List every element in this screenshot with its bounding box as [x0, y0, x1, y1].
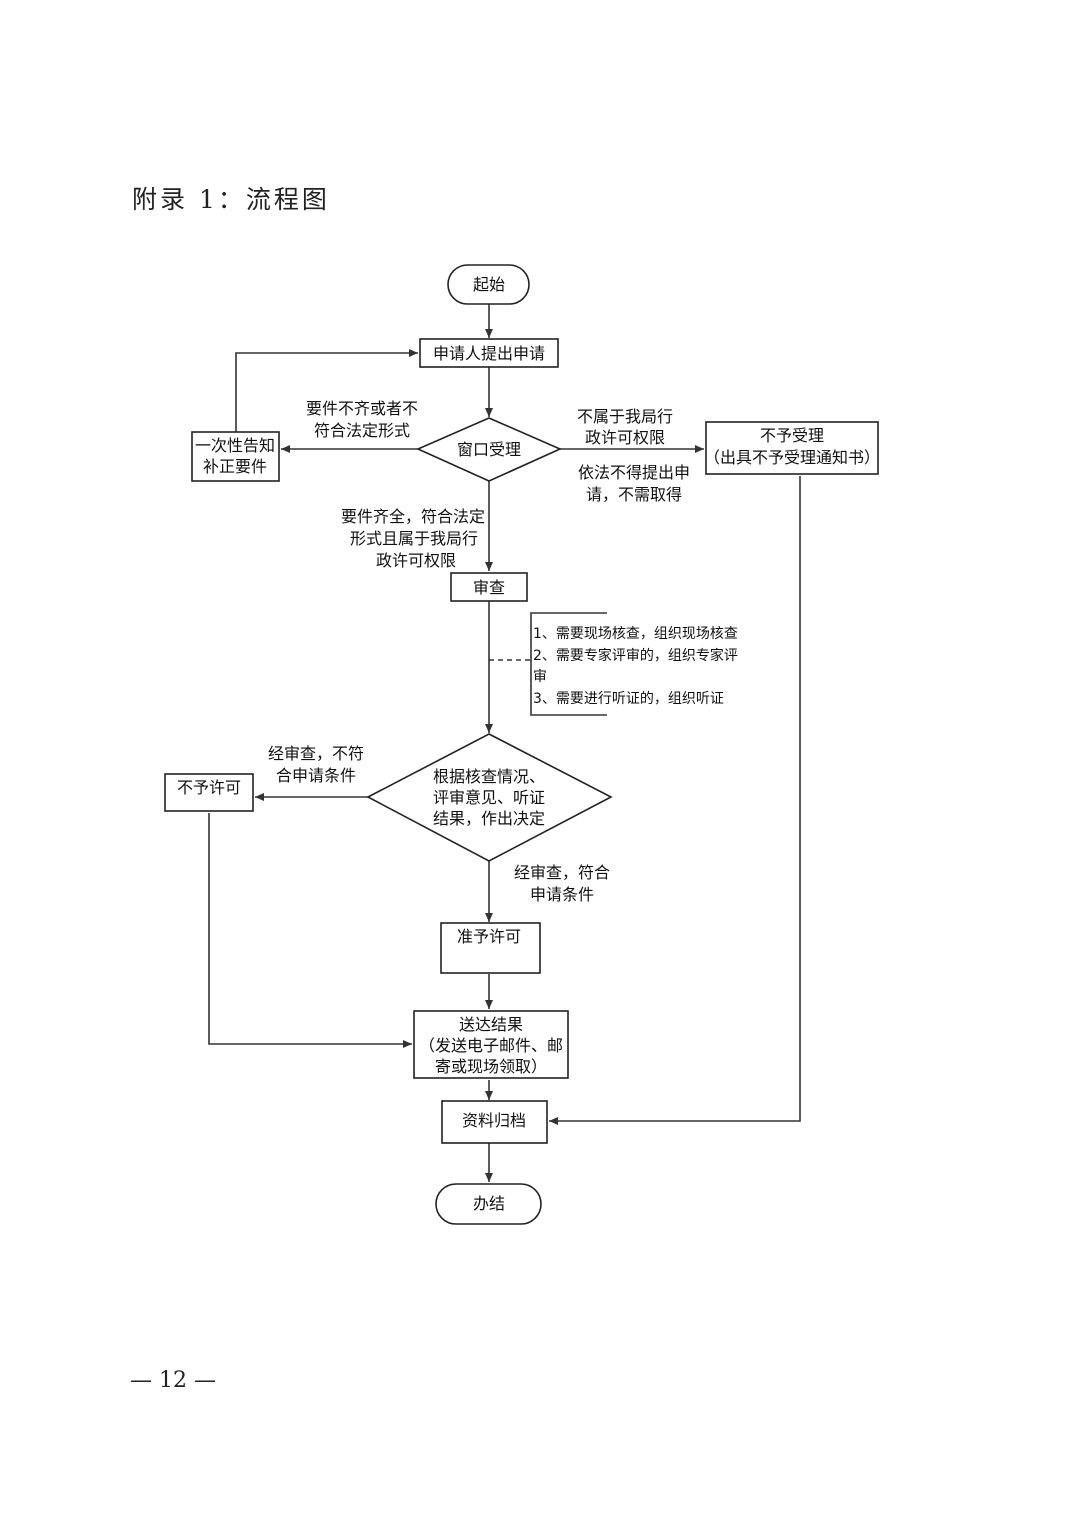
edge-label-incomplete-line1: 要件不齐或者不 — [306, 399, 418, 418]
edge-label-no-apply-line2: 请，不需取得 — [586, 485, 682, 504]
archive-label: 资料归档 — [462, 1111, 526, 1130]
edge-label-incomplete-line2: 符合法定形式 — [314, 421, 410, 440]
grant-label: 准予许可 — [457, 927, 521, 946]
edge-label-complete-line2: 形式且属于我局行 — [350, 529, 478, 548]
start-node: 起始 — [447, 264, 530, 305]
reject-label-line1: 不予受理 — [760, 426, 824, 445]
edge-label-not-scope-line2: 政许可权限 — [585, 428, 665, 447]
review-note-line3: 审 — [533, 669, 547, 685]
end-label: 办结 — [473, 1194, 505, 1213]
window-label: 窗口受理 — [457, 440, 521, 459]
edge-labels: 要件不齐或者不 符合法定形式 不属于我局行 政许可权限 依法不得提出申 请，不需… — [268, 399, 690, 904]
notify-label-line2: 补正要件 — [203, 457, 267, 476]
edge-label-complete-line1: 要件齐全，符合法定 — [341, 507, 485, 526]
arrow-deny-to-deliver — [208, 813, 412, 1048]
edge-label-not-scope-line1: 不属于我局行 — [577, 407, 673, 426]
window-node: 窗口受理 — [416, 417, 562, 482]
deny-label: 不予许可 — [177, 778, 241, 797]
deny-node: 不予许可 — [164, 773, 254, 812]
decision-node: 根据核查情况、 评审意见、听证 结果，作出决定 — [366, 733, 613, 862]
decision-label-line3: 结果，作出决定 — [433, 809, 545, 828]
start-label: 起始 — [473, 275, 505, 294]
edge-label-fail-line1: 经审查，不符 — [268, 744, 364, 763]
page-number: — 12 — — [130, 1368, 216, 1393]
edge-label-pass-line1: 经审查，符合 — [514, 863, 610, 882]
reject-node: 不予受理 （出具不予受理通知书） — [704, 421, 880, 475]
review-note-line2: 2、需要专家评审的，组织专家评 — [533, 647, 738, 664]
end-node: 办结 — [435, 1183, 542, 1225]
decision-label-line1: 根据核查情况、 — [433, 767, 545, 786]
deliver-label-line3: 寄或现场领取） — [435, 1057, 547, 1076]
page-title: 附录 1：流程图 — [132, 185, 330, 214]
edge-label-complete-line3: 政许可权限 — [376, 551, 456, 570]
review-note-line1: 1、需要现场核查，组织现场核查 — [533, 626, 738, 642]
edge-label-no-apply-line1: 依法不得提出申 — [578, 463, 690, 482]
review-notes: 1、需要现场核查，组织现场核查 2、需要专家评审的，组织专家评 审 3、需要进行… — [530, 612, 738, 716]
apply-label: 申请人提出申请 — [433, 344, 545, 363]
grant-node: 准予许可 — [440, 922, 541, 974]
deliver-node: 送达结果 （发送电子邮件、邮 寄或现场领取） — [413, 1010, 569, 1079]
deliver-label-line2: （发送电子邮件、邮 — [419, 1036, 563, 1055]
review-label: 审查 — [473, 578, 505, 597]
notify-label-line1: 一次性告知 — [195, 436, 275, 455]
deliver-label-line1: 送达结果 — [459, 1015, 523, 1034]
archive-node: 资料归档 — [441, 1100, 548, 1144]
edge-label-fail-line2: 合申请条件 — [276, 766, 356, 785]
notify-node: 一次性告知 补正要件 — [191, 431, 280, 482]
decision-label-line2: 评审意见、听证 — [433, 788, 545, 807]
reject-label-line2: （出具不予受理通知书） — [704, 448, 880, 467]
arrow-notify-back-to-apply — [235, 349, 418, 432]
apply-node: 申请人提出申请 — [419, 338, 559, 368]
review-note-line4: 3、需要进行听证的，组织听证 — [533, 691, 724, 707]
connectors — [208, 304, 801, 1182]
edge-label-pass-line2: 申请条件 — [530, 885, 594, 904]
arrow-reject-to-archive — [549, 476, 801, 1125]
review-node: 审查 — [450, 572, 528, 602]
